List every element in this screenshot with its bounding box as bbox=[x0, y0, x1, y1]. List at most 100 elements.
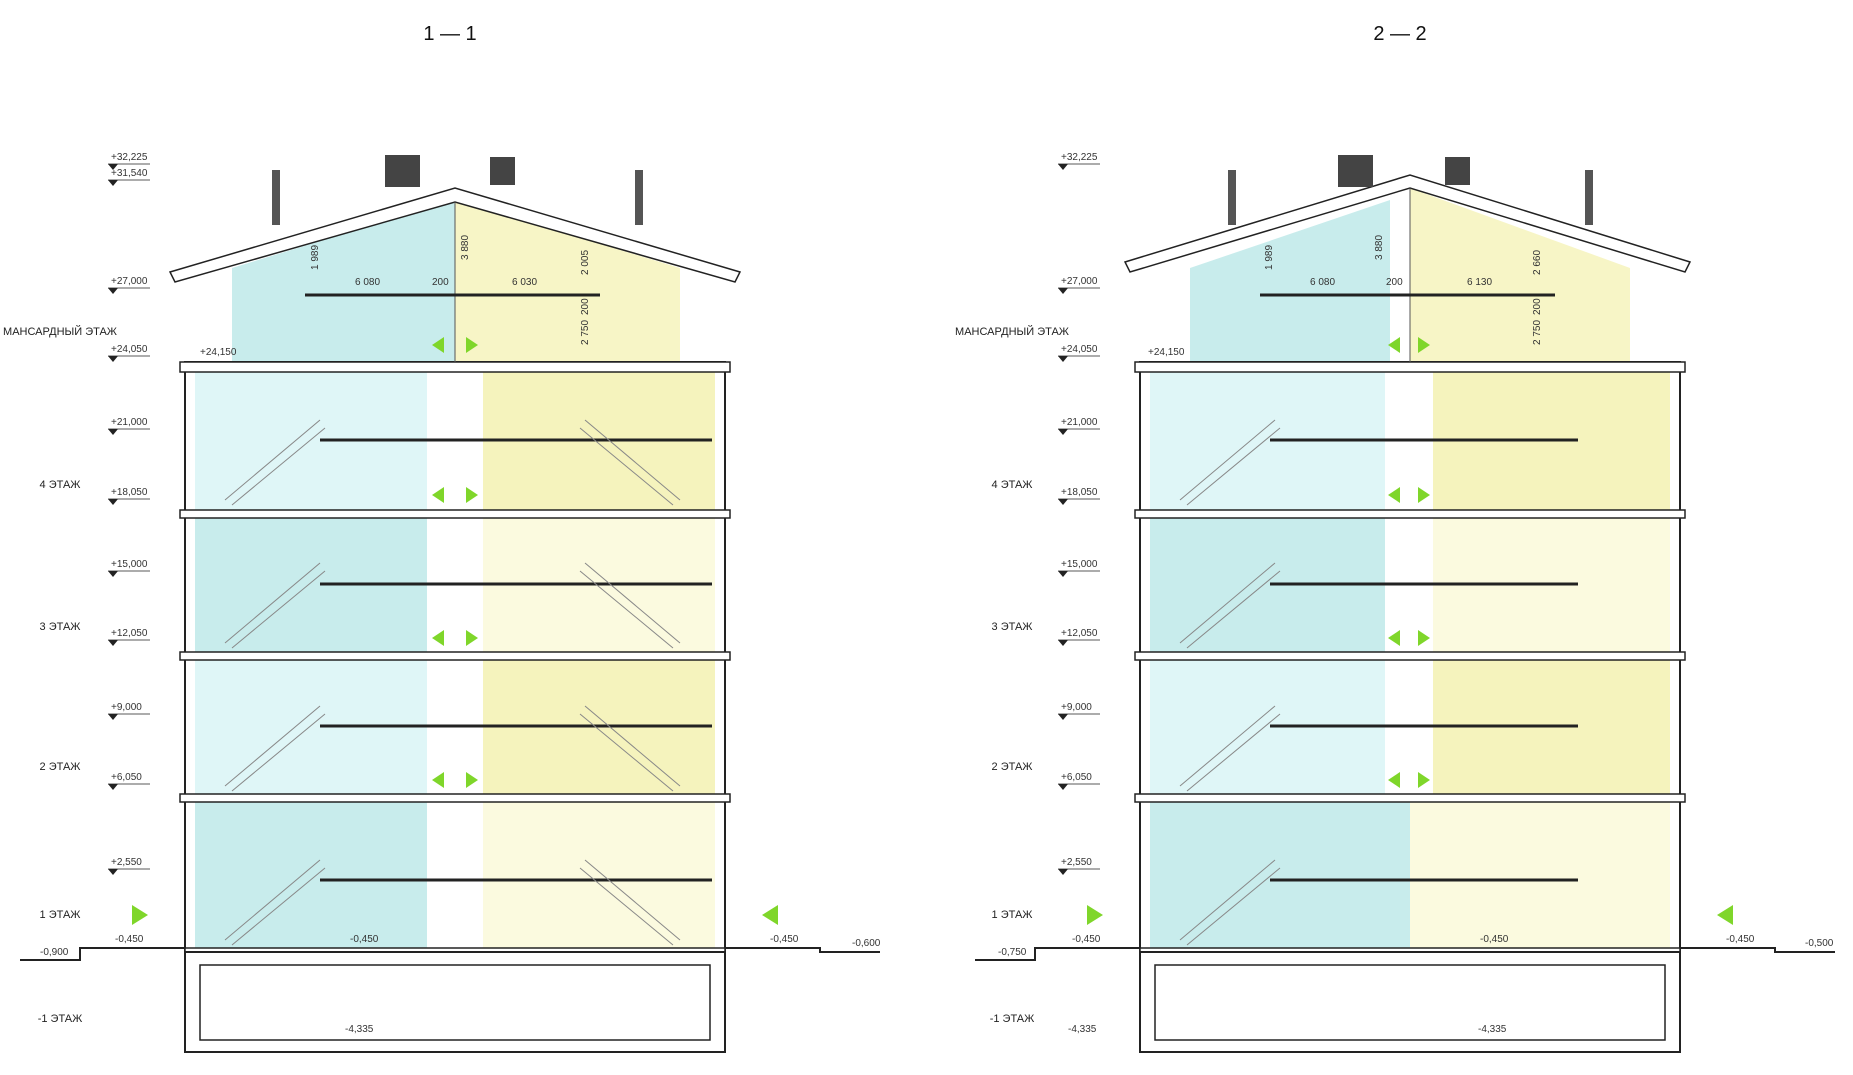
s2-elev-label-6: +12,050 bbox=[1061, 628, 1098, 639]
s2-elev-label-1: +27,000 bbox=[1061, 276, 1098, 287]
s1-elev-label-3: +24,050 bbox=[111, 344, 148, 355]
s1-attic-lower-height: 2 750 bbox=[580, 320, 591, 345]
s2-elev-marker-8 bbox=[1058, 784, 1068, 790]
s2-attic-yellow bbox=[1410, 188, 1630, 362]
s2-slab-5 bbox=[1134, 361, 1686, 373]
s1-left-entry: -0,450 bbox=[115, 934, 144, 945]
roof bbox=[168, 187, 742, 283]
s2-ground-left bbox=[975, 947, 1140, 961]
s2-chimney-2 bbox=[1338, 155, 1373, 187]
s2-attic-right-height: 2 660 bbox=[1532, 250, 1543, 275]
s1-elev-marker-9 bbox=[108, 784, 118, 790]
s1-inner-floor: -0,450 bbox=[350, 934, 379, 945]
s2-elev-label-0: +32,225 bbox=[1061, 152, 1098, 163]
basement-inner bbox=[199, 964, 711, 1041]
s2-floor-label-1: 4 ЭТАЖ bbox=[992, 479, 1033, 491]
s1-elev-label-1: +31,540 bbox=[111, 168, 148, 179]
s1-attic-base: +24,150 bbox=[200, 347, 237, 358]
section-1-title: 1 — 1 bbox=[423, 23, 476, 45]
s1-floor-label-5: -1 ЭТАЖ bbox=[38, 1013, 83, 1025]
s1-attic-right-width: 6 030 bbox=[512, 277, 537, 288]
stairs-2 bbox=[1179, 419, 1281, 946]
s1-elev-label-0: +32,225 bbox=[111, 152, 148, 163]
s2-left-entry: -0,450 bbox=[1072, 934, 1101, 945]
s1-elev-marker-6 bbox=[108, 571, 118, 577]
s2-elev-marker-3 bbox=[1058, 429, 1068, 435]
slab-5 bbox=[179, 361, 731, 373]
s2-ground-right bbox=[1680, 947, 1835, 953]
s2-stair-core bbox=[1385, 372, 1433, 802]
s1-attic-left-height: 1 989 bbox=[310, 245, 321, 270]
s2-inner-floor: -0,450 bbox=[1480, 934, 1509, 945]
s1-right-ground: -0,600 bbox=[852, 938, 881, 949]
s1-attic-lower-gap: 200 bbox=[580, 298, 591, 315]
s2-floor-label-3: 2 ЭТАЖ bbox=[992, 761, 1033, 773]
s2-attic-left-height: 1 989 bbox=[1264, 245, 1275, 270]
s2-attic-right-width: 6 130 bbox=[1467, 277, 1492, 288]
s2-elev-marker-7 bbox=[1058, 714, 1068, 720]
attic-cyan bbox=[232, 200, 455, 362]
s2-attic-gap: 200 bbox=[1386, 277, 1403, 288]
s1-elev-marker-2 bbox=[108, 288, 118, 294]
s1-elev-label-8: +9,000 bbox=[111, 702, 142, 713]
s1-elev-marker-10 bbox=[108, 869, 118, 875]
s2-floor-label-2: 3 ЭТАЖ bbox=[992, 621, 1033, 633]
s2-basement: -4,335 bbox=[1068, 1024, 1097, 1035]
s1-elev-marker-7 bbox=[108, 640, 118, 646]
slab-2 bbox=[179, 793, 731, 803]
s2-elev-label-2: +24,050 bbox=[1061, 344, 1098, 355]
s2-chimney-1 bbox=[1228, 170, 1236, 225]
s2-elev-marker-0 bbox=[1058, 164, 1068, 170]
zone-yellow-1 bbox=[455, 800, 715, 948]
chimney-3 bbox=[490, 157, 515, 185]
arrows-1 bbox=[132, 337, 778, 925]
s2-basement-inner: -4,335 bbox=[1478, 1024, 1507, 1035]
s2-elev-marker-4 bbox=[1058, 499, 1068, 505]
s2-attic-lower-gap: 200 bbox=[1532, 298, 1543, 315]
s1-elev-marker-1 bbox=[108, 180, 118, 186]
slab-4 bbox=[179, 509, 731, 519]
s2-elev-label-5: +15,000 bbox=[1061, 559, 1098, 570]
s2-right-ground: -0,500 bbox=[1805, 938, 1834, 949]
s1-floor-label-4: 1 ЭТАЖ bbox=[40, 909, 81, 921]
s1-elev-marker-8 bbox=[108, 714, 118, 720]
chimney-2 bbox=[385, 155, 420, 187]
s1-elev-label-5: +18,050 bbox=[111, 487, 148, 498]
section-1-elevations: +32,225+31,540+27,000+24,050+21,000+18,0… bbox=[108, 152, 150, 875]
s2-slab-3 bbox=[1134, 651, 1686, 661]
section-2-title: 2 — 2 bbox=[1373, 23, 1426, 45]
basement bbox=[184, 951, 726, 1053]
section-2-elevations: +32,225 +27,000 +24,050 +21,000 +18,050 +15,0… bbox=[1058, 152, 1100, 875]
s1-elev-marker-5 bbox=[108, 499, 118, 505]
s2-floor-label-0: МАНСАРДНЫЙ ЭТАЖ bbox=[955, 325, 1069, 338]
chimney-4 bbox=[635, 170, 643, 225]
s1-attic-gap: 200 bbox=[432, 277, 449, 288]
s2-attic-left-width: 6 080 bbox=[1310, 277, 1335, 288]
s2-elev-marker-2 bbox=[1058, 356, 1068, 362]
s2-elev-label-4: +18,050 bbox=[1061, 487, 1098, 498]
s2-elev-label-9: +2,550 bbox=[1061, 857, 1092, 868]
s1-basement: -4,335 bbox=[345, 1024, 374, 1035]
s2-chimney-4 bbox=[1585, 170, 1593, 225]
s2-slab-2 bbox=[1134, 793, 1686, 803]
s2-elev-marker-1 bbox=[1058, 288, 1068, 294]
s1-floor-label-0: МАНСАРДНЫЙ ЭТАЖ bbox=[3, 325, 117, 338]
slab-3 bbox=[179, 651, 731, 661]
s1-attic-right-height: 2 005 bbox=[580, 250, 591, 275]
zone-cyan-1 bbox=[195, 800, 455, 948]
s1-elev-marker-4 bbox=[108, 429, 118, 435]
s2-chimney-3 bbox=[1445, 157, 1470, 185]
s1-floor-label-2: 3 ЭТАЖ bbox=[40, 621, 81, 633]
s2-attic-lower-height: 2 750 bbox=[1532, 320, 1543, 345]
s2-floor-label-4: 1 ЭТАЖ bbox=[992, 909, 1033, 921]
s1-elev-label-10: +2,550 bbox=[111, 857, 142, 868]
s2-elev-marker-6 bbox=[1058, 640, 1068, 646]
s2-zone-yellow-1 bbox=[1410, 800, 1670, 948]
section-1: 1 — 1 bbox=[3, 23, 881, 1053]
s2-slab-4 bbox=[1134, 509, 1686, 519]
ground-left bbox=[20, 947, 185, 961]
s1-elev-marker-0 bbox=[108, 164, 118, 170]
s1-attic-left-width: 6 080 bbox=[355, 277, 380, 288]
s2-elev-label-3: +21,000 bbox=[1061, 417, 1098, 428]
